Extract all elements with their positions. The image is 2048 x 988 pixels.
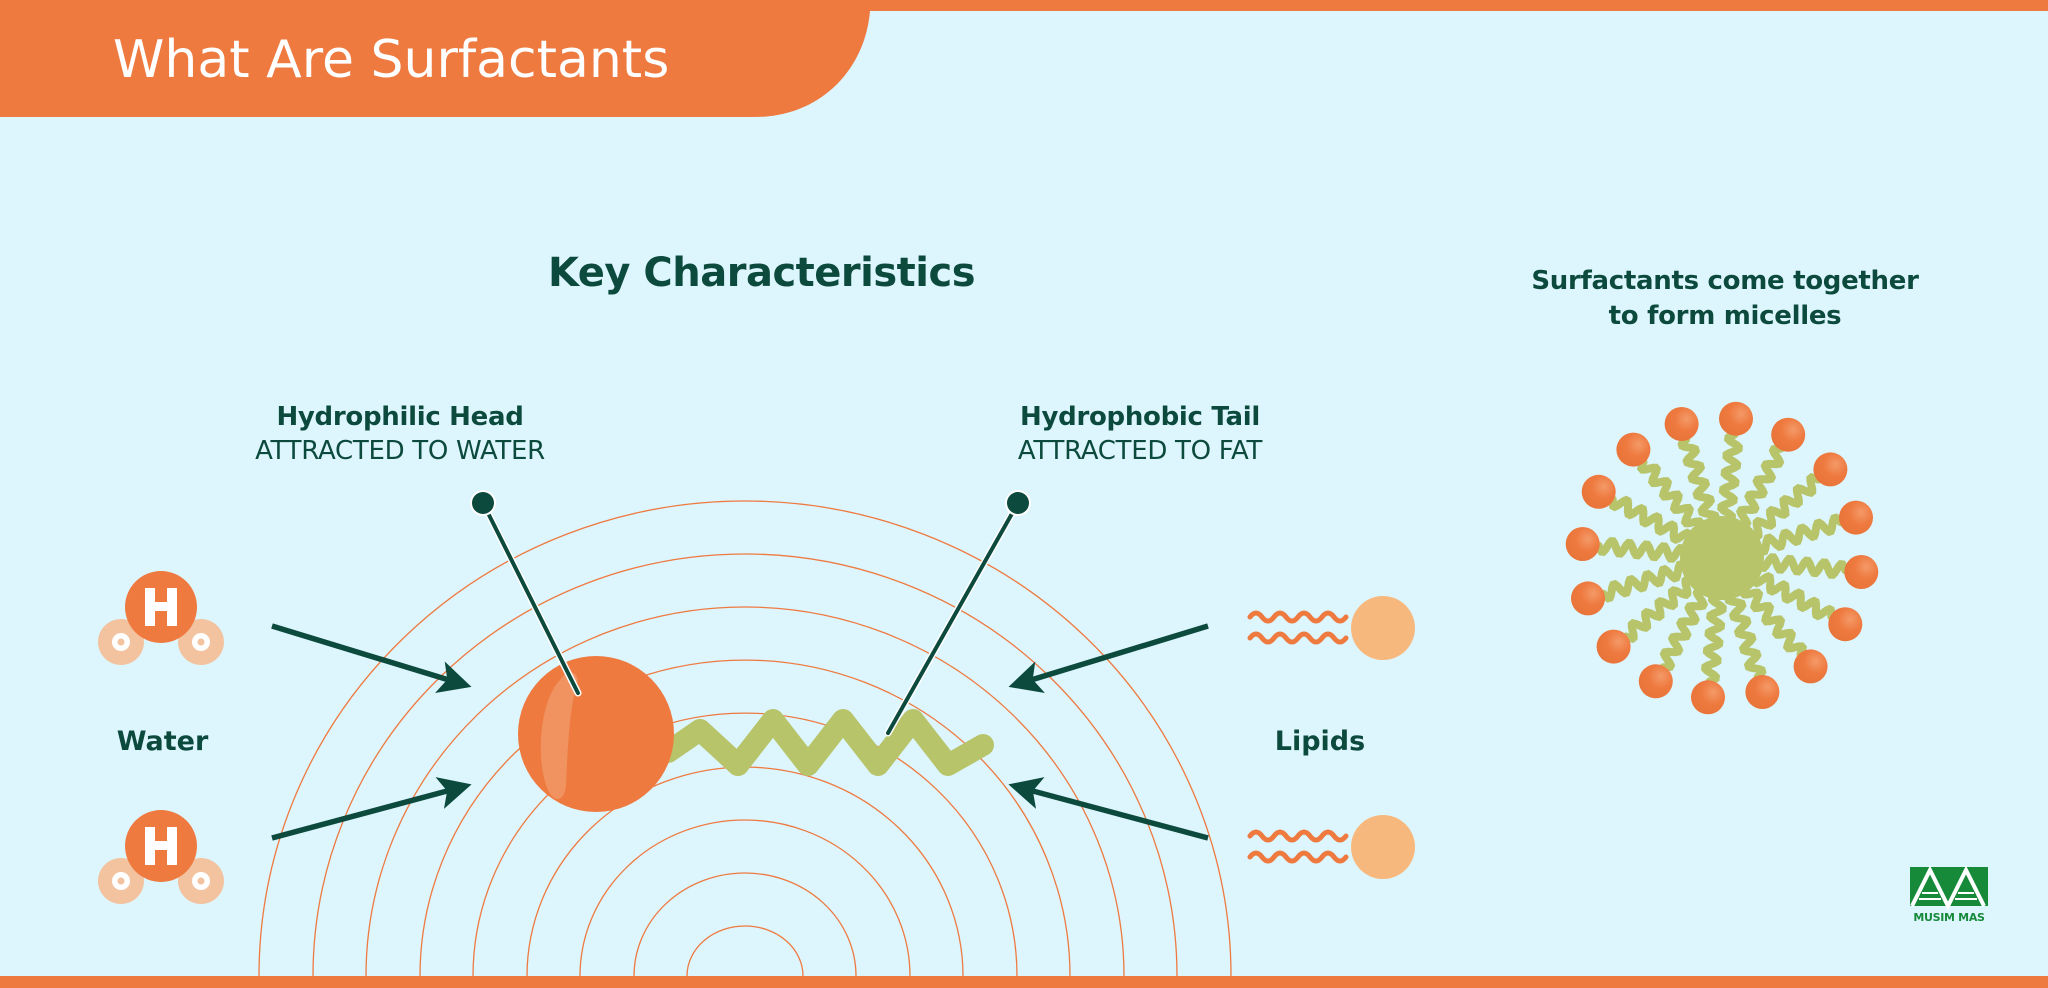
- micelle-head: [1719, 401, 1753, 436]
- micelle-head: [1828, 607, 1863, 642]
- micelle-head: [1771, 417, 1806, 452]
- micelle-caption: Surfactants come together to form micell…: [1500, 264, 1950, 334]
- header-banner: [0, 0, 2048, 117]
- micelle-caption-line2: to form micelles: [1608, 301, 1842, 331]
- arrow-lipid-top: [1008, 623, 1209, 694]
- micelle-head: [1691, 680, 1725, 715]
- micelle-head: [1616, 432, 1651, 467]
- musim-mas-logo-icon: [1910, 865, 1988, 911]
- water-molecule-icon: [98, 810, 224, 904]
- hydrophilic-title: Hydrophilic Head: [276, 402, 524, 432]
- micelle-head: [1745, 675, 1780, 709]
- hydrophilic-head-label: Hydrophilic Head ATTRACTED TO WATER: [200, 400, 600, 468]
- hydrophobic-subtitle: ATTRACTED TO FAT: [1017, 436, 1263, 466]
- micelle-head: [1638, 664, 1673, 699]
- arrow-water-top: [271, 623, 472, 694]
- water-label: Water: [116, 726, 209, 757]
- section-heading: Key Characteristics: [548, 250, 976, 296]
- micelle-caption-line1: Surfactants come together: [1531, 266, 1919, 296]
- micelle-head: [1793, 649, 1828, 684]
- page-title: What Are Surfactants: [113, 30, 670, 90]
- micelle-illustration: [1565, 401, 1879, 715]
- hydrophilic-head: [518, 656, 674, 812]
- hydrophobic-tail: [657, 709, 994, 776]
- logo-text: MUSIM MAS: [1913, 911, 1985, 924]
- lipid-molecule-icon: [1247, 596, 1415, 660]
- micelle-head: [1839, 500, 1873, 535]
- lipids-label: Lipids: [1274, 726, 1366, 757]
- micelle-head: [1565, 527, 1600, 561]
- hydrophobic-tail-label: Hydrophobic Tail ATTRACTED TO FAT: [950, 400, 1330, 468]
- pointer-head: [470, 490, 582, 697]
- water-molecule-icon: [98, 571, 224, 665]
- hydrophobic-title: Hydrophobic Tail: [1020, 402, 1260, 432]
- lipid-molecule-icon: [1247, 815, 1415, 879]
- micelle-head: [1581, 474, 1616, 509]
- micelle-head: [1664, 407, 1699, 441]
- hydrophilic-subtitle: ATTRACTED TO WATER: [255, 436, 545, 466]
- micelle-head: [1844, 555, 1879, 589]
- micelle-head: [1571, 581, 1605, 616]
- arrow-lipid-bottom: [1008, 777, 1209, 841]
- micelle-head: [1813, 452, 1848, 487]
- arrow-water-bottom: [271, 777, 472, 841]
- pointer-tail: [884, 490, 1031, 737]
- micelle-head: [1596, 629, 1631, 664]
- footer-bar: [0, 976, 2048, 988]
- arrows: [271, 623, 1209, 841]
